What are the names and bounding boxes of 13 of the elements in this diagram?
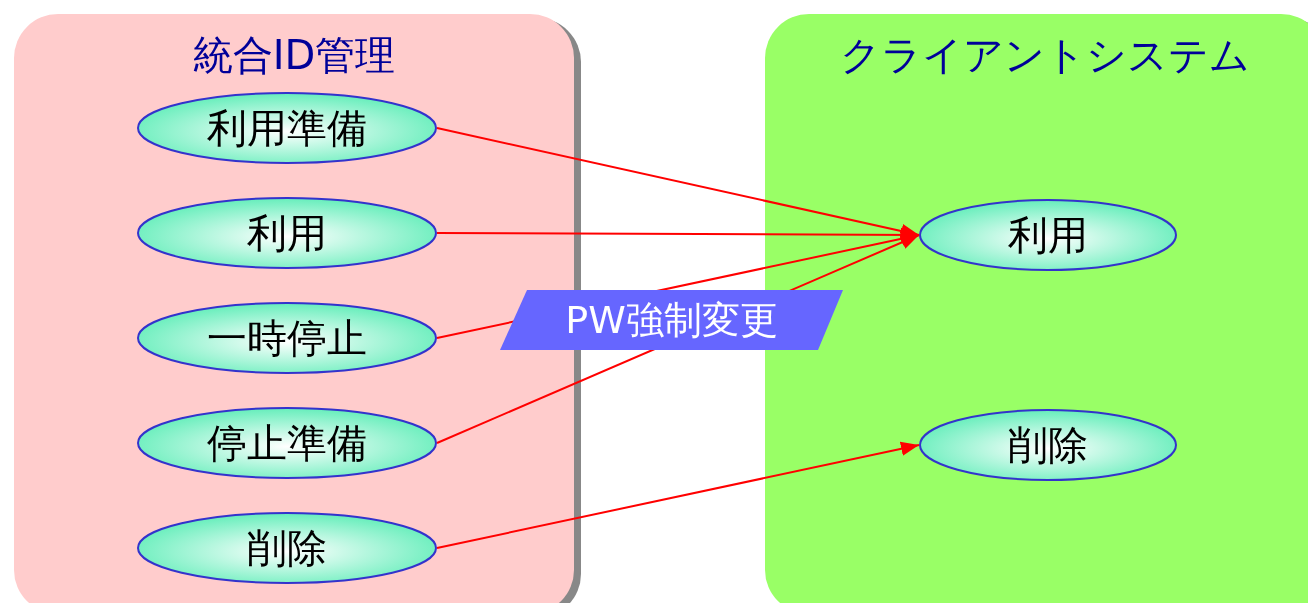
state-ellipse: 削除 [137,512,437,584]
state-ellipse: 利用準備 [137,92,437,164]
state-ellipse: 利用 [137,197,437,269]
arrow [436,231,920,339]
state-ellipse: 停止準備 [137,407,437,479]
edge-label: PW強制変更 [500,290,843,350]
panel-title: クライアントシステム [839,31,1251,80]
state-ellipse: 削除 [919,409,1177,481]
arrow [436,441,920,549]
state-ellipse: 一時停止 [137,302,437,374]
panel-title: 統合ID管理 [191,31,397,80]
state-ellipse: 利用 [919,199,1177,271]
arrow [436,234,920,444]
